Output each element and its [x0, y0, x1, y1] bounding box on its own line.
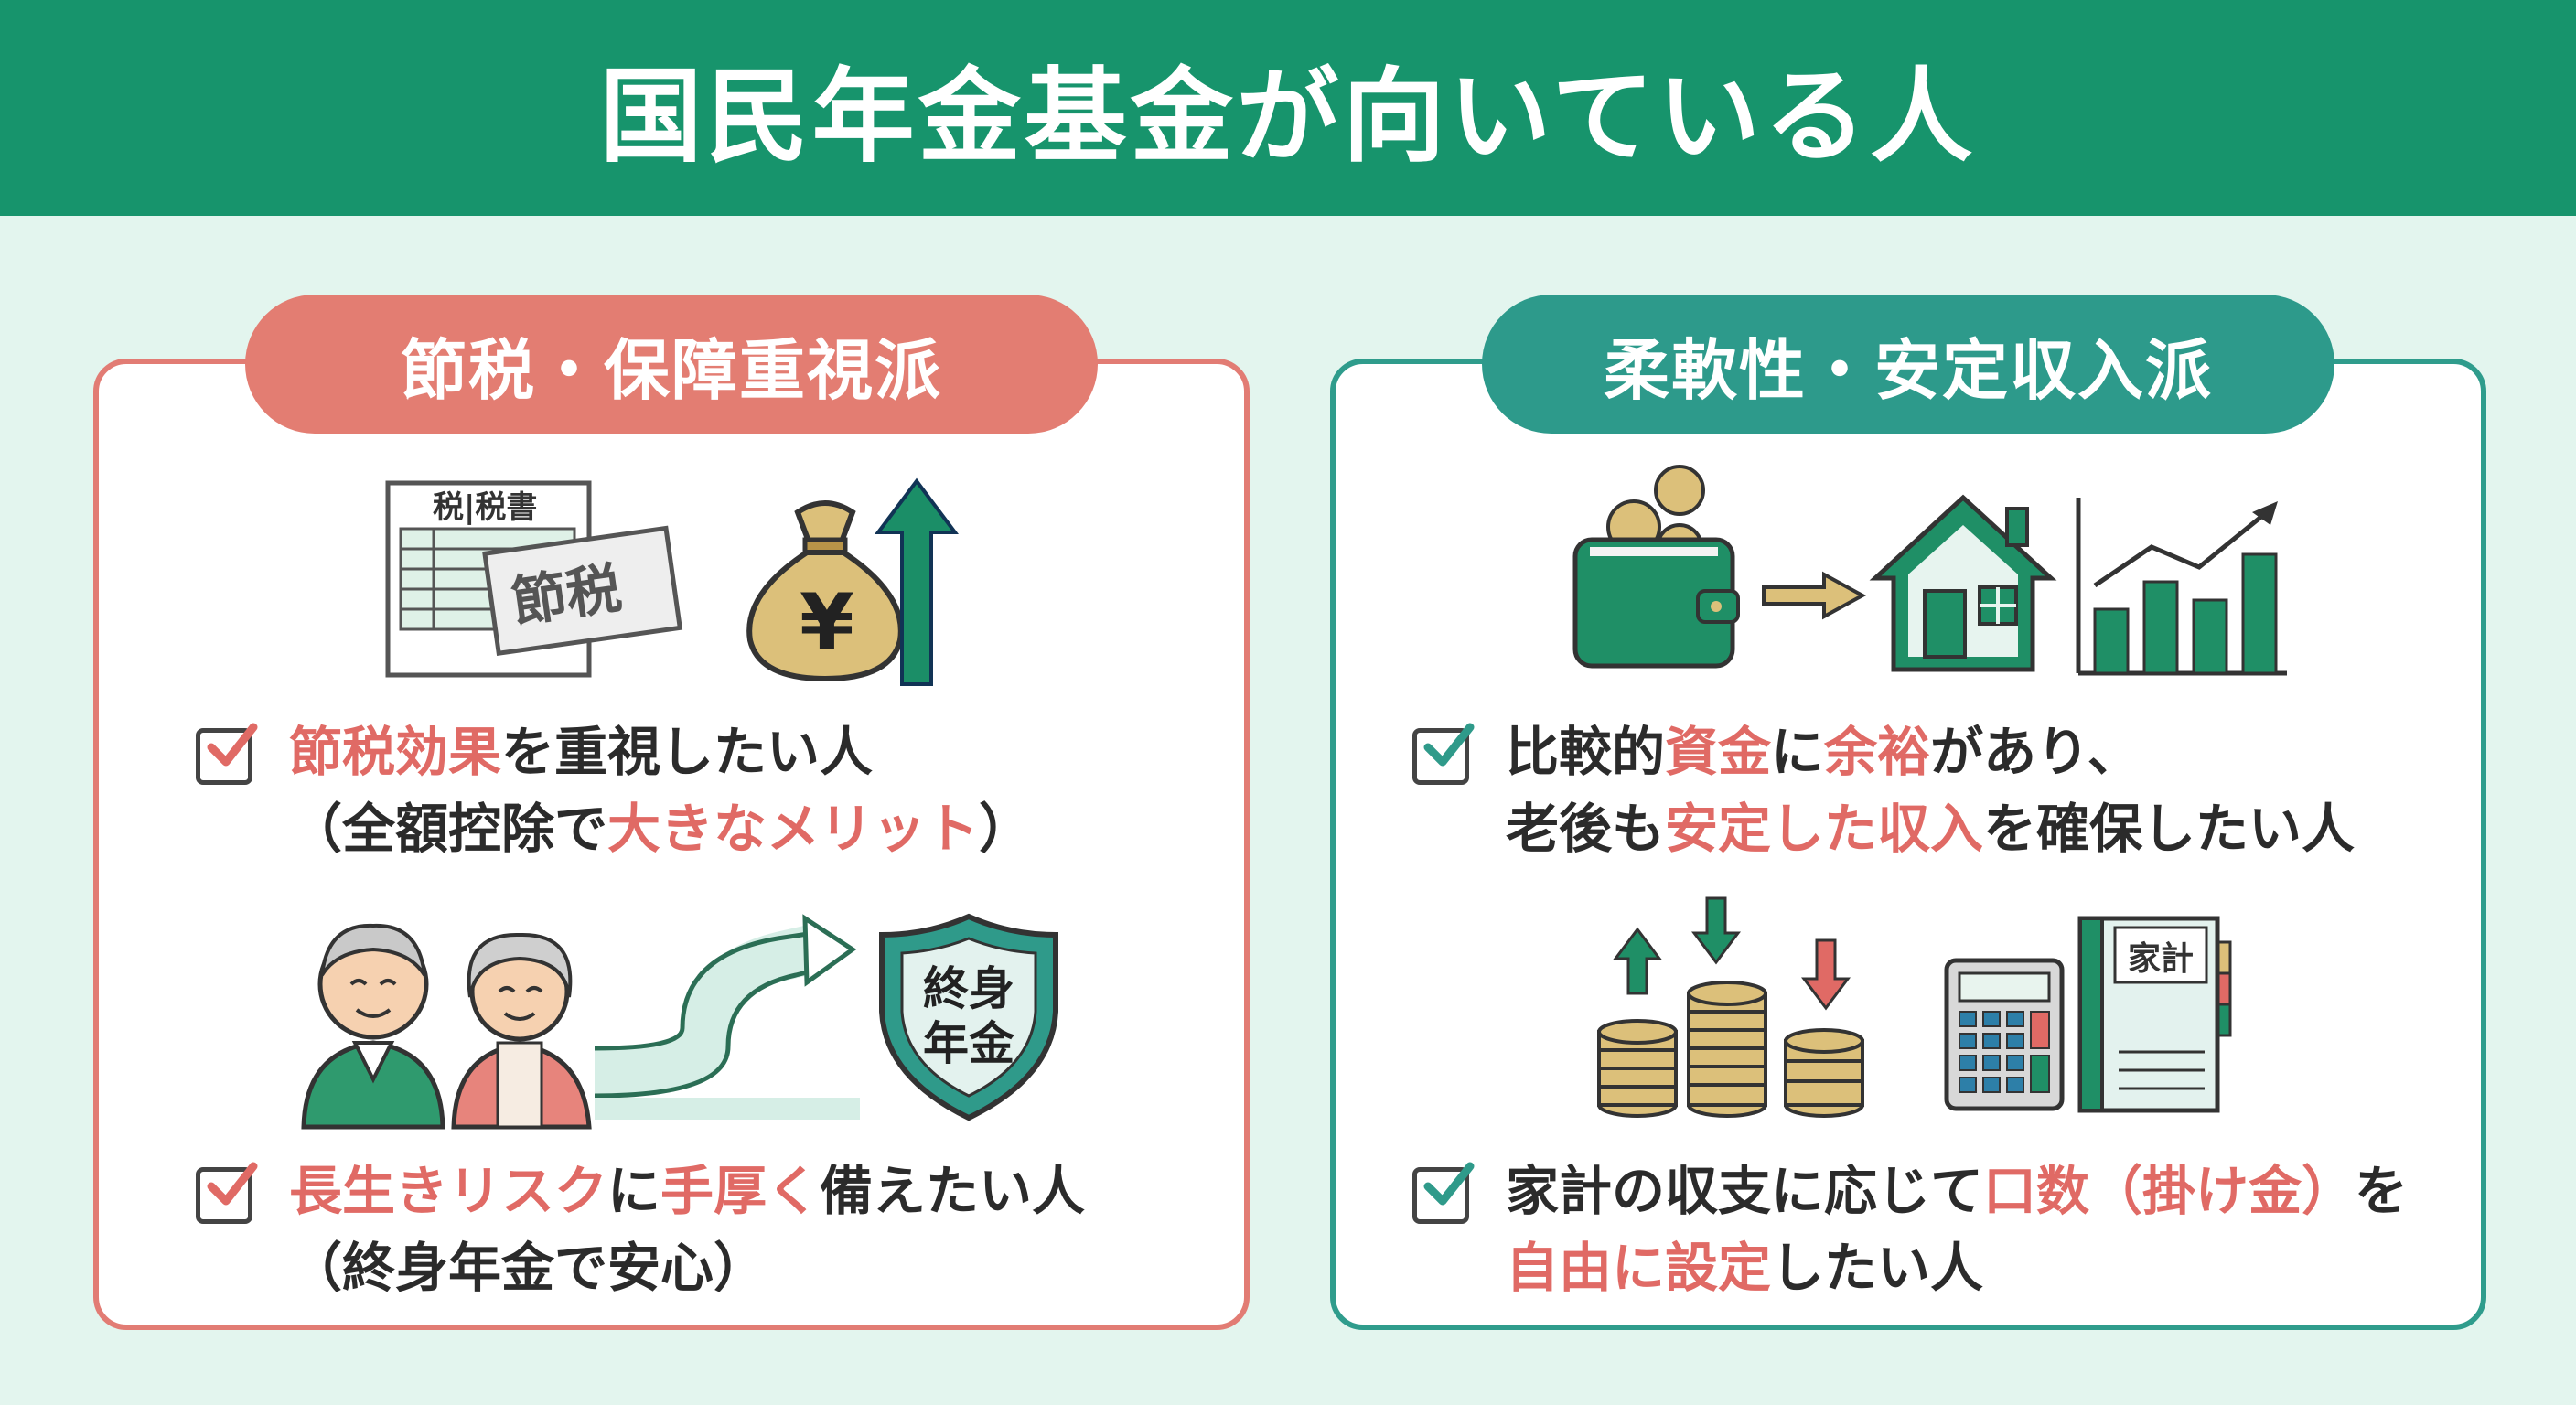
household-ledger-icon: 家計 — [2077, 916, 2232, 1113]
left-card-heading: 節税・保障重視派 — [245, 295, 1098, 434]
header-banner: 国民年金基金が向いている人 — [0, 0, 2576, 216]
ledger-label: 家計 — [2128, 940, 2194, 978]
checkbox-icon — [196, 723, 258, 785]
tax-form-header: 税|税書 — [433, 489, 537, 526]
up-arrow-icon — [875, 477, 959, 686]
tax-saving-card — [93, 359, 1250, 1330]
tax-form-stamp: 節税 — [508, 556, 626, 635]
right-card-heading: 柔軟性・安定収入派 — [1482, 295, 2334, 434]
arrow-right-icon — [1762, 571, 1867, 620]
wallet-icon — [1572, 465, 1740, 669]
checkbox-icon — [1412, 723, 1475, 785]
flexibility-card — [1330, 359, 2486, 1330]
checkbox-icon — [1412, 1162, 1475, 1224]
shield-icon: 終身 年金 — [879, 913, 1058, 1121]
road-arrow-icon — [594, 914, 860, 1120]
yen-money-bag-icon: ¥ — [746, 500, 904, 682]
left-item-longevity: 長生きリスクに手厚く備えたい人 （終身年金で安心） — [289, 1160, 1086, 1299]
coin-stacks-icon — [1597, 896, 1864, 1118]
shield-text-2: 年金 — [923, 1017, 1015, 1070]
svg-text:¥: ¥ — [800, 577, 854, 669]
elderly-couple-icon — [301, 923, 592, 1130]
right-item-stable-income: 比較的資金に余裕があり、 老後も安定した収入を確保したい人 — [1506, 721, 2356, 860]
shield-text-1: 終身 — [923, 962, 1014, 1015]
checkbox-icon — [196, 1162, 258, 1224]
left-item-tax-saving: 節税効果を重視したい人 （全額控除で大きなメリット） — [289, 721, 1033, 860]
right-item-flexible-contribution: 家計の収支に応じて口数（掛け金）を 自由に設定したい人 — [1506, 1160, 2409, 1299]
tax-form-icon: 税|税書 節税 — [385, 480, 683, 678]
bar-chart-icon — [2076, 498, 2287, 676]
house-icon — [1869, 494, 2057, 672]
calculator-icon — [1944, 958, 2065, 1111]
page-title: 国民年金基金が向いている人 — [599, 58, 1977, 177]
